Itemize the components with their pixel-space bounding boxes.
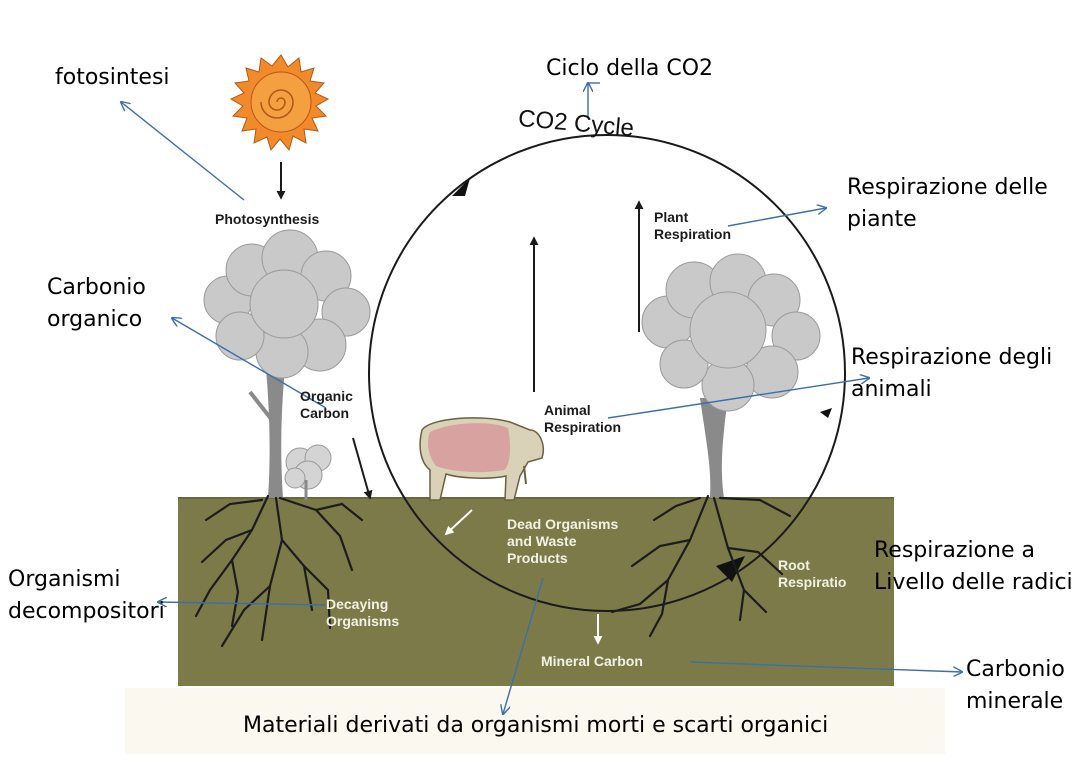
- tree-icon: [203, 229, 371, 500]
- annotation-arrows: [121, 83, 962, 714]
- arrow-organic-down: [352, 437, 373, 500]
- label-mineral-carbon: Mineral Carbon: [541, 653, 643, 669]
- label-fotosintesi: fotosintesi: [55, 65, 170, 90]
- cycle-arrow-right: [820, 408, 832, 418]
- label-ciclo: Ciclo della CO2: [546, 56, 714, 81]
- annotation-arrow-piante: [727, 208, 826, 227]
- annotation-arrow-decompositori: [158, 602, 326, 605]
- annotation-arrow-materiali: [503, 577, 544, 714]
- cycle-circle: [368, 134, 846, 612]
- cycle-arrow-top-left: [452, 178, 470, 196]
- base-strip: [125, 688, 945, 754]
- roots-icon: [194, 494, 792, 648]
- annotation-arrow-minerale: [689, 661, 962, 672]
- cycle-arrow-bottom-right: [716, 556, 745, 582]
- annotation-arrow-fotosintesi: [121, 102, 245, 201]
- cow-icon: [419, 417, 544, 501]
- label-materiali: Materiali derivati da organismi morti e …: [243, 713, 829, 738]
- annotation-arrow-organico: [172, 318, 327, 409]
- soil: [178, 498, 894, 686]
- arrow-decay-white: [444, 509, 473, 536]
- annotation-arrow-animali: [607, 378, 869, 419]
- sun-icon: [229, 54, 330, 152]
- label-photosynthesis: Photosynthesis: [215, 211, 320, 227]
- tree-icon: [641, 253, 821, 498]
